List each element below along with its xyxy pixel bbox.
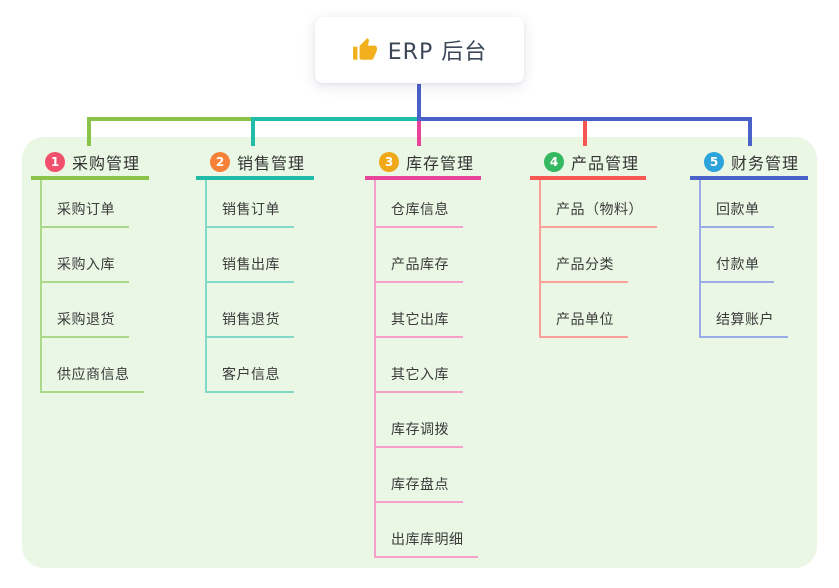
branch-item-label: 库存调拨 bbox=[391, 422, 449, 438]
branch-item-label: 产品（物料） bbox=[556, 202, 643, 218]
branch-item-label: 其它出库 bbox=[391, 312, 449, 328]
branch-item-label: 回款单 bbox=[716, 202, 760, 218]
branch-label: 产品管理 bbox=[571, 154, 640, 173]
thumbs-up-icon bbox=[352, 37, 378, 63]
branch-item-label: 库存盘点 bbox=[391, 477, 449, 493]
branch-item[interactable]: 回款单 bbox=[699, 180, 774, 228]
branch-items: 销售订单 销售出库 销售退货 客户信息 bbox=[205, 180, 314, 393]
branch-item[interactable]: 其它入库 bbox=[374, 338, 463, 393]
branch-item-label: 销售退货 bbox=[222, 312, 280, 328]
branch-item-label: 产品单位 bbox=[556, 312, 614, 328]
branch-item[interactable]: 产品分类 bbox=[539, 228, 628, 283]
branch-number-badge: 3 bbox=[379, 152, 399, 172]
branch-number-badge: 4 bbox=[544, 152, 564, 172]
branch-label: 销售管理 bbox=[237, 154, 306, 173]
branch-item[interactable]: 客户信息 bbox=[205, 338, 294, 393]
branch-number-badge: 2 bbox=[210, 152, 230, 172]
branch-finance-header[interactable]: 5 财务管理 bbox=[690, 148, 808, 180]
branch-item-label: 产品库存 bbox=[391, 257, 449, 273]
branch-item[interactable]: 仓库信息 bbox=[374, 180, 463, 228]
branch-item-label: 销售订单 bbox=[222, 202, 280, 218]
branch-product-header[interactable]: 4 产品管理 bbox=[530, 148, 646, 180]
branch-inventory-header[interactable]: 3 库存管理 bbox=[365, 148, 481, 180]
branch-item[interactable]: 产品库存 bbox=[374, 228, 463, 283]
branch-items: 采购订单 采购入库 采购退货 供应商信息 bbox=[40, 180, 149, 393]
branch-item[interactable]: 库存调拨 bbox=[374, 393, 463, 448]
branch-item[interactable]: 销售出库 bbox=[205, 228, 294, 283]
branch-item[interactable]: 采购订单 bbox=[40, 180, 129, 228]
branch-product: 4 产品管理 产品（物料） 产品分类 产品单位 bbox=[530, 148, 657, 338]
branch-items: 回款单 付款单 结算账户 bbox=[699, 180, 808, 338]
branch-item[interactable]: 采购入库 bbox=[40, 228, 129, 283]
branch-item-label: 客户信息 bbox=[222, 367, 280, 383]
branch-item[interactable]: 其它出库 bbox=[374, 283, 463, 338]
branch-number-badge: 5 bbox=[704, 152, 724, 172]
branch-items: 产品（物料） 产品分类 产品单位 bbox=[539, 180, 657, 338]
branch-item-label: 销售出库 bbox=[222, 257, 280, 273]
root-node-label: ERP 后台 bbox=[387, 40, 488, 65]
branch-inventory: 3 库存管理 仓库信息 产品库存 其它出库 其它入库 库存调拨 库存盘点 出库库… bbox=[365, 148, 481, 558]
branch-item[interactable]: 采购退货 bbox=[40, 283, 129, 338]
branch-item[interactable]: 产品单位 bbox=[539, 283, 628, 338]
branch-sales: 2 销售管理 销售订单 销售出库 销售退货 客户信息 bbox=[196, 148, 314, 393]
branch-finance: 5 财务管理 回款单 付款单 结算账户 bbox=[690, 148, 808, 338]
branch-label: 库存管理 bbox=[406, 154, 475, 173]
branch-item[interactable]: 供应商信息 bbox=[40, 338, 144, 393]
branch-item-label: 采购订单 bbox=[57, 202, 115, 218]
branch-item-label: 供应商信息 bbox=[57, 367, 130, 383]
branches-panel bbox=[22, 137, 817, 568]
branch-item[interactable]: 出库库明细 bbox=[374, 503, 478, 558]
branch-item-label: 其它入库 bbox=[391, 367, 449, 383]
branch-item-label: 采购入库 bbox=[57, 257, 115, 273]
branch-item[interactable]: 结算账户 bbox=[699, 283, 788, 338]
branch-item[interactable]: 产品（物料） bbox=[539, 180, 657, 228]
branch-purchase: 1 采购管理 采购订单 采购入库 采购退货 供应商信息 bbox=[31, 148, 149, 393]
branch-number-badge: 1 bbox=[45, 152, 65, 172]
branch-label: 财务管理 bbox=[731, 154, 800, 173]
branch-item[interactable]: 销售退货 bbox=[205, 283, 294, 338]
branch-item[interactable]: 库存盘点 bbox=[374, 448, 463, 503]
branch-purchase-header[interactable]: 1 采购管理 bbox=[31, 148, 149, 180]
branch-sales-header[interactable]: 2 销售管理 bbox=[196, 148, 314, 180]
branch-item[interactable]: 销售订单 bbox=[205, 180, 294, 228]
branch-item[interactable]: 付款单 bbox=[699, 228, 774, 283]
branch-item-label: 产品分类 bbox=[556, 257, 614, 273]
branch-label: 采购管理 bbox=[72, 154, 141, 173]
branch-items: 仓库信息 产品库存 其它出库 其它入库 库存调拨 库存盘点 出库库明细 bbox=[374, 180, 481, 558]
branch-item-label: 采购退货 bbox=[57, 312, 115, 328]
root-node[interactable]: ERP 后台 bbox=[315, 17, 524, 83]
branch-item-label: 结算账户 bbox=[716, 312, 774, 328]
branch-item-label: 出库库明细 bbox=[391, 532, 464, 548]
branch-item-label: 仓库信息 bbox=[391, 202, 449, 218]
branch-item-label: 付款单 bbox=[716, 257, 760, 273]
